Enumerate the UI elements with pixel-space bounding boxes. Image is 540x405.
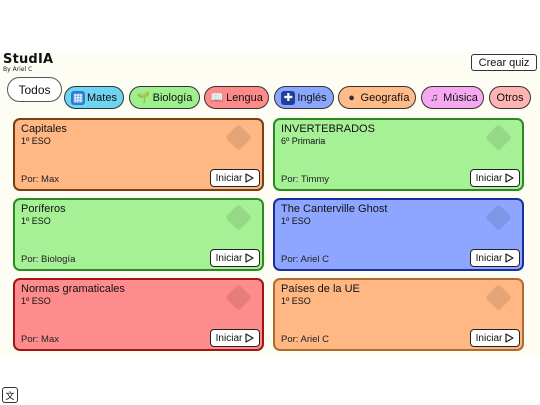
play-icon xyxy=(245,253,254,263)
quiz-level: 6º Primaria xyxy=(281,136,326,146)
start-label: Iniciar xyxy=(475,332,503,344)
globe-icon: ● xyxy=(348,91,355,104)
diamond-icon xyxy=(225,124,252,151)
start-quiz-button[interactable]: Iniciar xyxy=(210,249,260,267)
start-quiz-button[interactable]: Iniciar xyxy=(470,329,520,347)
filter-chip-mates[interactable]: ▦Mates xyxy=(64,86,124,109)
play-icon xyxy=(245,173,254,183)
quiz-author: Por: Ariel C xyxy=(281,334,330,345)
diamond-icon xyxy=(225,284,252,311)
start-label: Iniciar xyxy=(475,172,503,184)
start-quiz-button[interactable]: Iniciar xyxy=(210,169,260,187)
translate-icon[interactable]: 文 xyxy=(2,387,18,403)
filter-chip-label: Música xyxy=(443,91,478,104)
byline: By Ariel C xyxy=(3,66,33,73)
filter-chip-geografia[interactable]: ● Geografía xyxy=(338,86,416,109)
quiz-author: Por: Max xyxy=(21,174,60,185)
filter-chip-biologia[interactable]: 🌱Biología xyxy=(129,86,200,109)
brand: StudIA By Ariel C xyxy=(3,53,53,73)
filter-chip-label: Biología xyxy=(152,91,193,104)
start-label: Iniciar xyxy=(215,172,243,184)
start-quiz-button[interactable]: Iniciar xyxy=(210,329,260,347)
quiz-author: Por: Timmy xyxy=(281,174,330,185)
quiz-title: The Canterville Ghost xyxy=(281,203,388,215)
quiz-author: Por: Biología xyxy=(21,254,76,265)
filter-all-button[interactable]: Todos xyxy=(7,77,62,102)
play-icon xyxy=(505,253,514,263)
filter-chip-musica[interactable]: ♫ Música xyxy=(421,86,484,109)
abacus-icon: ▦ xyxy=(71,90,86,105)
start-label: Iniciar xyxy=(475,252,503,264)
quiz-author: Por: Max xyxy=(21,334,60,345)
filter-chip-label: Lengua xyxy=(226,91,263,104)
quiz-level: 1º ESO xyxy=(281,216,311,226)
quiz-title: Países de la UE xyxy=(281,283,360,295)
diamond-icon xyxy=(485,124,512,151)
book-icon: 📖 xyxy=(210,92,224,104)
app-name: StudIA xyxy=(3,52,54,67)
filter-chip-label: Otros xyxy=(496,91,524,104)
play-icon xyxy=(245,333,254,343)
quiz-level: 1º ESO xyxy=(281,296,311,306)
quiz-level: 1º ESO xyxy=(21,136,51,146)
start-label: Iniciar xyxy=(215,252,243,264)
app-container: StudIA By Ariel C Crear quiz Todos ▦Mate… xyxy=(0,52,540,403)
plant-icon: 🌱 xyxy=(136,92,151,104)
diamond-icon xyxy=(225,204,252,231)
quiz-title: Normas gramaticales xyxy=(21,283,125,295)
filter-chip-label: Geografía xyxy=(360,91,410,104)
play-icon xyxy=(505,333,514,343)
start-quiz-button[interactable]: Iniciar xyxy=(470,249,520,267)
filter-chip-otros[interactable]: Otros xyxy=(489,86,531,109)
filter-chip-label: Mates xyxy=(87,91,117,104)
quiz-author: Por: Ariel C xyxy=(281,254,330,265)
create-quiz-button[interactable]: Crear quiz xyxy=(471,54,537,71)
play-icon xyxy=(505,173,514,183)
quiz-title: Poríferos xyxy=(21,203,66,215)
quiz-title: Capitales xyxy=(21,123,67,135)
start-label: Iniciar xyxy=(215,332,243,344)
start-quiz-button[interactable]: Iniciar xyxy=(470,169,520,187)
filter-chip-ingles[interactable]: ✚Inglés xyxy=(274,86,334,109)
diamond-icon xyxy=(485,284,512,311)
quiz-level: 1º ESO xyxy=(21,296,51,306)
quiz-title: INVERTEBRADOS xyxy=(281,123,375,135)
uk-flag-icon: ✚ xyxy=(281,90,296,105)
filter-chip-lengua[interactable]: 📖Lengua xyxy=(204,86,269,109)
music-notes-icon: ♫ xyxy=(429,91,439,104)
diamond-icon xyxy=(485,204,512,231)
quiz-level: 1º ESO xyxy=(21,216,51,226)
filter-chip-label: Inglés xyxy=(297,91,327,104)
